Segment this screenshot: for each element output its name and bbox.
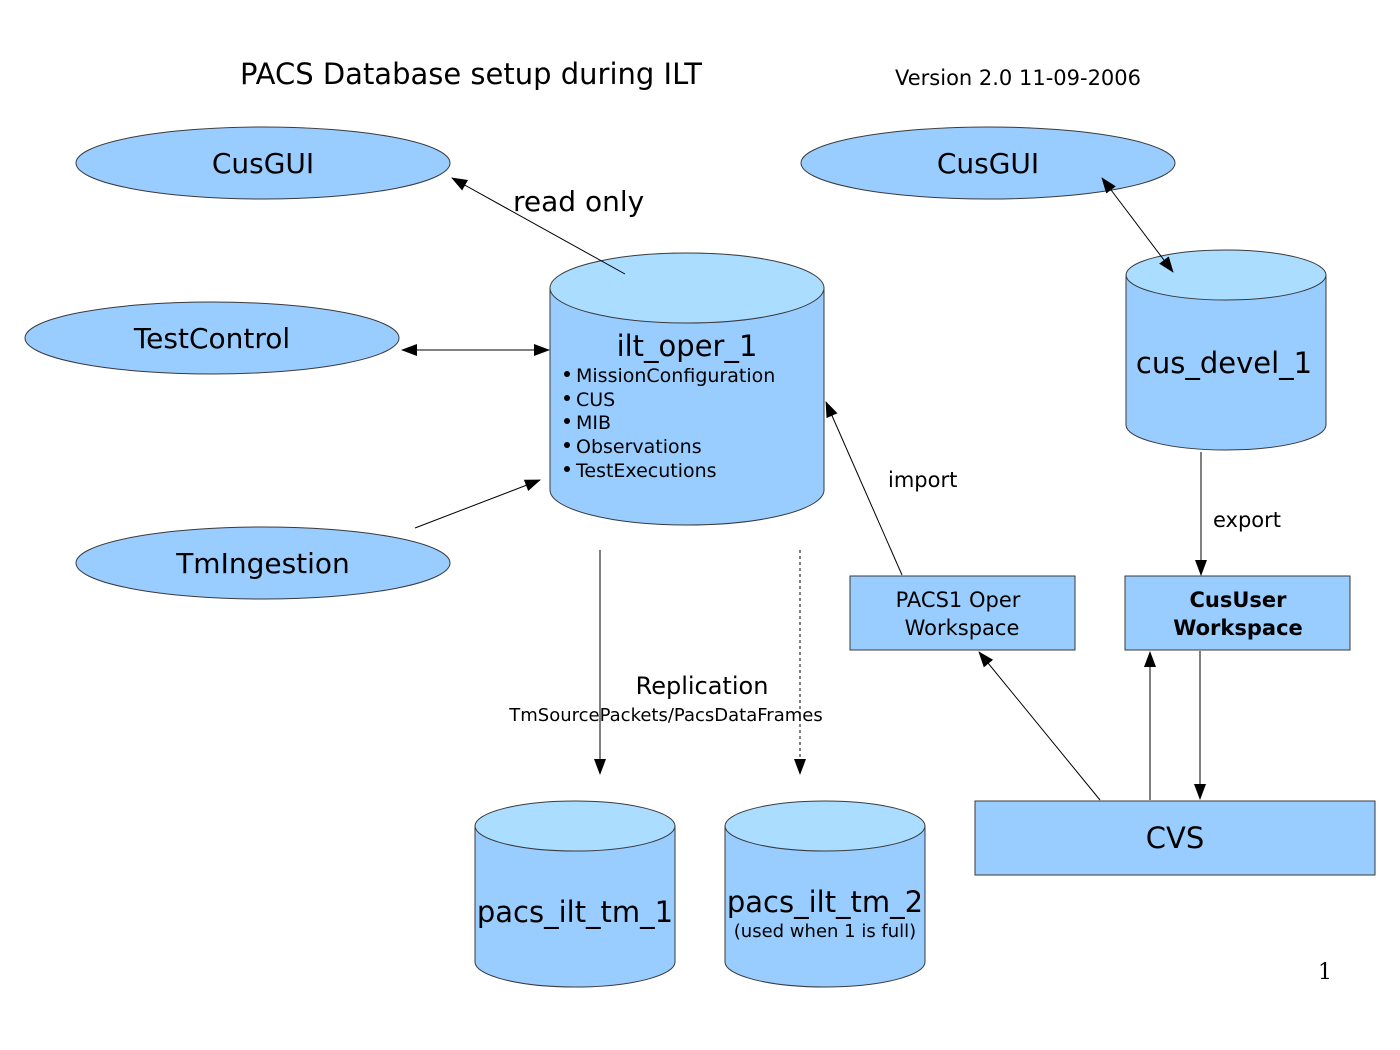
- replication-detail-label: TmSourcePackets/PacsDataFrames: [508, 705, 822, 726]
- ilt-oper-content-list: MissionConfiguration CUS MIB Observation…: [564, 365, 775, 482]
- arrow-cvs-pacs1: [978, 651, 1101, 801]
- arrow-tmingestion-oper: [414, 479, 541, 529]
- cusgui-left-node[interactable]: CusGUI: [75, 126, 451, 200]
- cvs-box[interactable]: CVS: [974, 800, 1376, 876]
- cususer-label-line2: Workspace: [1173, 616, 1303, 640]
- import-label: import: [888, 468, 957, 492]
- tmingestion-label: TmIngestion: [175, 547, 350, 580]
- arrow-import: [825, 401, 903, 576]
- cus-devel-name: cus_devel_1: [1136, 346, 1312, 380]
- cusgui-right-node[interactable]: CusGUI: [800, 126, 1176, 200]
- page-title: PACS Database setup during ILT: [240, 57, 702, 91]
- cvs-label: CVS: [1146, 821, 1205, 855]
- page-number: 1: [1318, 960, 1332, 985]
- tm2-name: pacs_ilt_tm_2: [727, 885, 923, 919]
- tm1-database[interactable]: pacs_ilt_tm_1: [474, 800, 676, 988]
- ilt-oper-item: CUS: [576, 389, 615, 411]
- cus-devel-database[interactable]: cus_devel_1: [1125, 249, 1327, 451]
- tm2-database[interactable]: pacs_ilt_tm_2 (used when 1 is full): [724, 800, 926, 988]
- arrow-cusgui-cusdevel: [1101, 177, 1174, 273]
- ilt-oper-name: ilt_oper_1: [617, 329, 758, 363]
- tm2-note: (used when 1 is full): [734, 921, 916, 942]
- export-label: export: [1213, 508, 1281, 532]
- cususer-label-line1: CusUser: [1189, 588, 1287, 612]
- testcontrol-node[interactable]: TestControl: [24, 301, 400, 375]
- ilt-oper-item: TestExecutions: [575, 460, 717, 482]
- testcontrol-label: TestControl: [133, 322, 290, 355]
- read-only-label: read only: [513, 185, 644, 218]
- tm1-name: pacs_ilt_tm_1: [477, 895, 673, 929]
- cususer-workspace-box[interactable]: CusUser Workspace: [1124, 575, 1351, 651]
- arrow-read-only: [451, 177, 626, 275]
- tmingestion-node[interactable]: TmIngestion: [75, 526, 451, 600]
- ilt-oper-item: MissionConfiguration: [576, 365, 775, 387]
- replication-label: Replication: [636, 672, 769, 700]
- version-label: Version 2.0 11-09-2006: [895, 66, 1141, 90]
- pacs1-oper-workspace-box[interactable]: PACS1 Oper Workspace: [849, 575, 1076, 651]
- pacs1-oper-label-line1: PACS1 Oper: [896, 588, 1021, 612]
- ilt-oper-item: Observations: [576, 436, 702, 458]
- pacs1-oper-label-line2: Workspace: [905, 616, 1020, 640]
- cusgui-left-label: CusGUI: [212, 147, 314, 180]
- cusgui-right-label: CusGUI: [937, 147, 1039, 180]
- ilt-oper-item: MIB: [576, 412, 611, 434]
- ilt-oper-database[interactable]: ilt_oper_1 MissionConfiguration CUS MIB …: [549, 252, 825, 526]
